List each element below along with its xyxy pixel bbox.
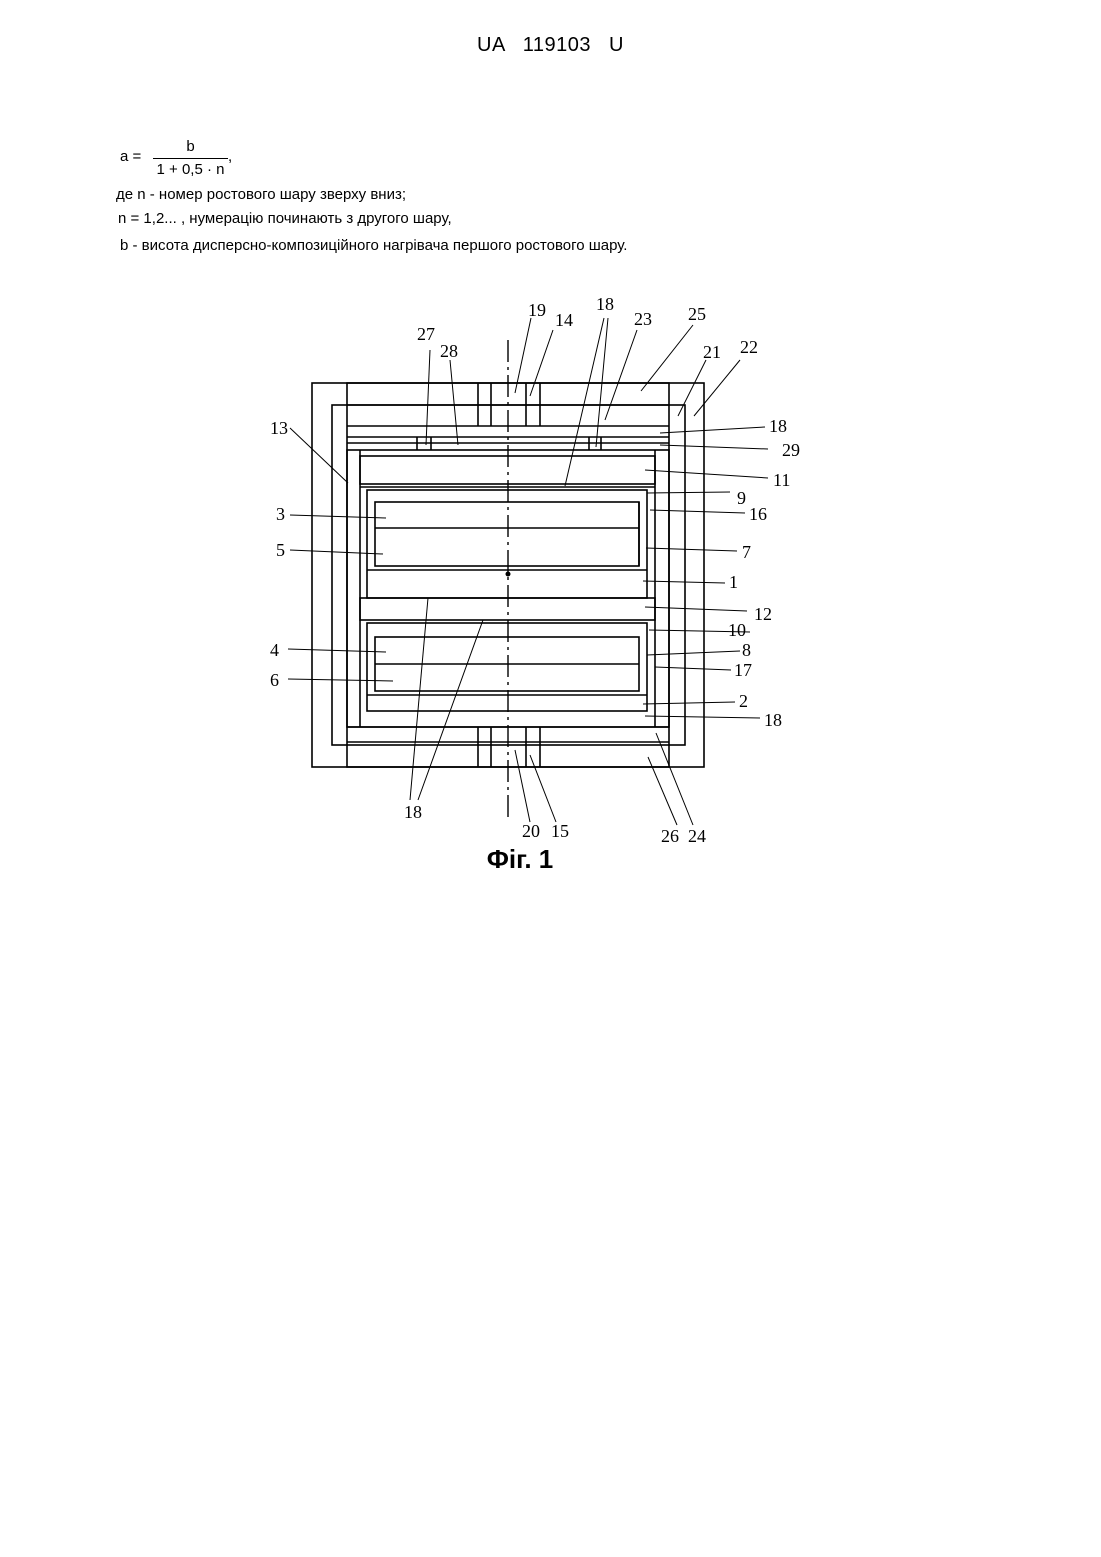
label-5: 5 xyxy=(276,540,285,560)
label-12: 12 xyxy=(754,604,772,624)
label-9: 9 xyxy=(737,488,746,508)
label-24: 24 xyxy=(688,826,706,846)
label-18-right-bottom: 18 xyxy=(764,710,782,730)
label-29: 29 xyxy=(782,440,800,460)
figure-caption: Фiг. 1 xyxy=(470,844,570,875)
label-19: 19 xyxy=(528,300,546,320)
label-3: 3 xyxy=(276,504,285,524)
label-16: 16 xyxy=(749,504,767,524)
label-21: 21 xyxy=(703,342,721,362)
label-18-right-top: 18 xyxy=(769,416,787,436)
label-6: 6 xyxy=(270,670,279,690)
label-17: 17 xyxy=(734,660,752,680)
label-1: 1 xyxy=(729,572,738,592)
label-13: 13 xyxy=(270,418,288,438)
label-20: 20 xyxy=(522,821,540,841)
label-8: 8 xyxy=(742,640,751,660)
label-23: 23 xyxy=(634,309,652,329)
label-28: 28 xyxy=(440,341,458,361)
label-25: 25 xyxy=(688,304,706,324)
label-14: 14 xyxy=(555,310,573,330)
label-4: 4 xyxy=(270,640,279,660)
label-11: 11 xyxy=(773,470,790,490)
label-26: 26 xyxy=(661,826,679,846)
label-22: 22 xyxy=(740,337,758,357)
label-15: 15 xyxy=(551,821,569,841)
label-2: 2 xyxy=(739,691,748,711)
label-18-top: 18 xyxy=(596,294,614,314)
label-7: 7 xyxy=(742,542,751,562)
label-18-bottom: 18 xyxy=(404,802,422,822)
label-10: 10 xyxy=(728,620,746,640)
upper-crucible xyxy=(367,490,647,598)
label-27: 27 xyxy=(417,324,435,344)
